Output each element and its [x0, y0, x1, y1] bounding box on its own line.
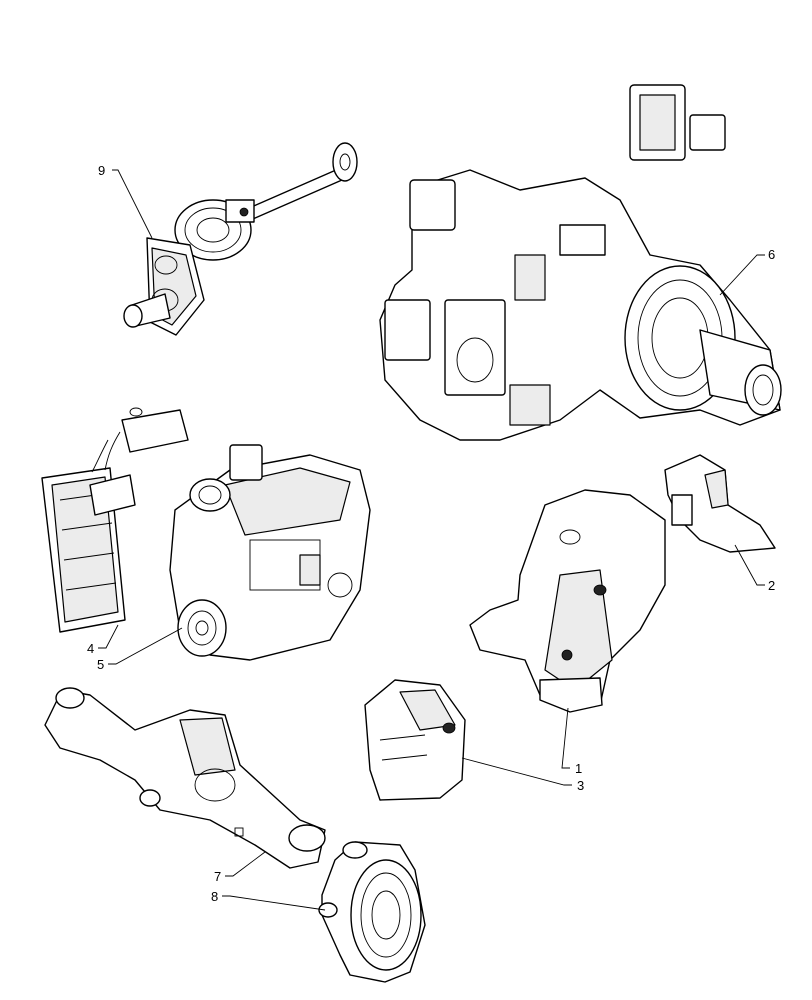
part-9-pto-shaft[interactable] — [123, 142, 358, 336]
callout-6: 6 — [768, 247, 775, 262]
callout-4: 4 — [87, 641, 94, 656]
leader-line-2 — [734, 544, 765, 586]
leader-line-6 — [719, 254, 765, 296]
part-5-engine[interactable] — [169, 444, 371, 661]
callout-3: 3 — [577, 778, 584, 793]
leader-line-3 — [461, 757, 572, 786]
part-1-weight-bracket-large[interactable] — [469, 489, 666, 713]
leader-line-8 — [222, 895, 326, 911]
leader-line-7 — [225, 851, 266, 877]
callout-1: 1 — [575, 761, 582, 776]
callout-8: 8 — [211, 889, 218, 904]
part-3-weight-support[interactable] — [364, 679, 466, 801]
callout-2: 2 — [768, 578, 775, 593]
leader-line-1 — [561, 707, 570, 769]
part-8-final-drive[interactable] — [318, 841, 426, 983]
part-2-weight-bracket-small[interactable] — [664, 454, 776, 553]
part-7-front-axle[interactable] — [44, 687, 326, 869]
callout-7: 7 — [214, 869, 221, 884]
callout-5: 5 — [97, 657, 104, 672]
leader-line-9 — [112, 169, 153, 239]
callout-9: 9 — [98, 163, 105, 178]
part-4-radiator[interactable] — [41, 407, 189, 633]
leader-line-4 — [98, 624, 119, 649]
part-6-transmission[interactable] — [379, 84, 782, 441]
leader-line-5 — [108, 627, 183, 665]
